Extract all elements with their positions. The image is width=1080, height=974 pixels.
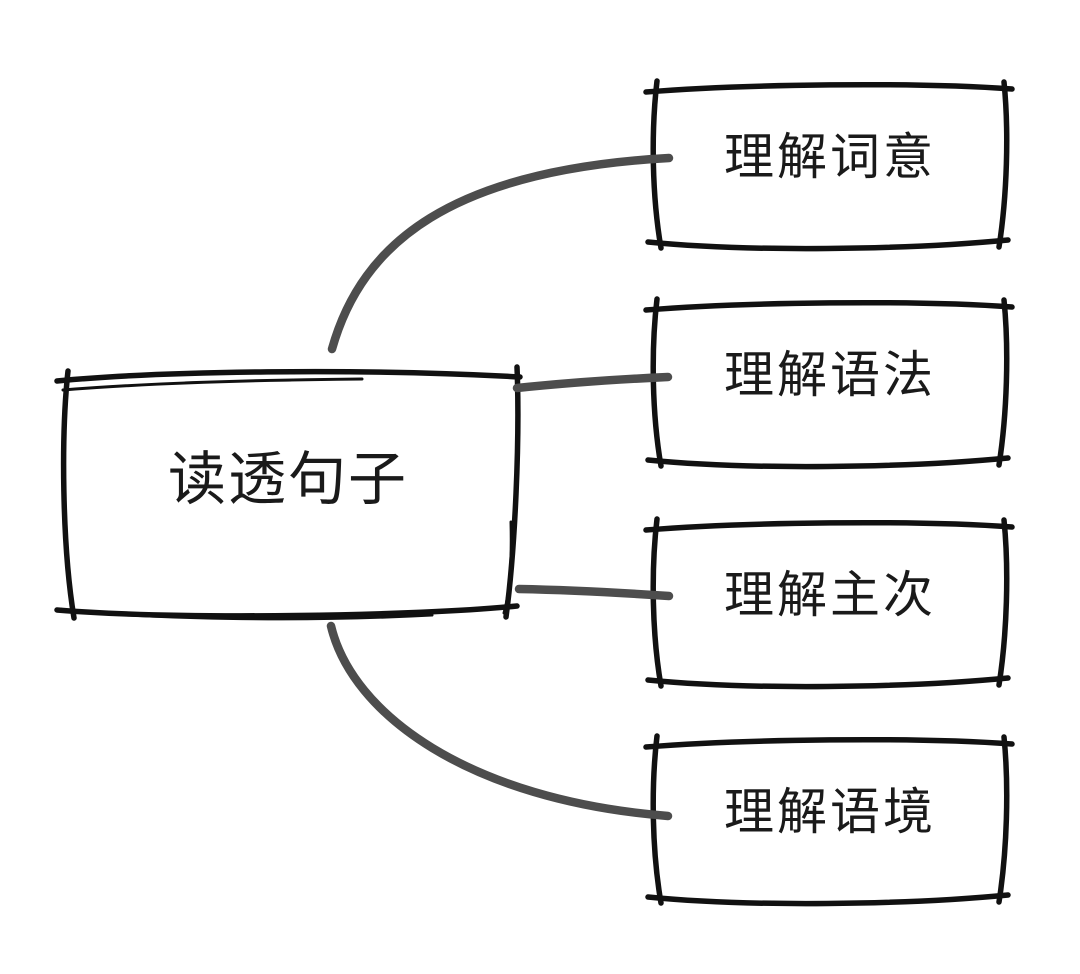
box-edge	[54, 368, 523, 384]
node-box-child-template	[643, 78, 1015, 252]
node-child-3[interactable]: 理解语境	[655, 741, 1005, 899]
connector-root-to-child-1	[512, 372, 673, 393]
node-child-1[interactable]: 理解语法	[655, 304, 1005, 462]
node-box-root	[54, 364, 523, 621]
box-edge	[56, 607, 434, 621]
connector-root-to-child-3	[326, 621, 673, 821]
node-child-3-label: 理解语境	[724, 784, 936, 840]
node-child-0-label: 理解词意	[724, 129, 936, 185]
node-child-2-label: 理解主次	[724, 567, 936, 623]
node-child-0[interactable]: 理解词意	[655, 86, 1005, 244]
box-edge	[645, 237, 1011, 252]
node-child-1-label: 理解语法	[724, 347, 936, 403]
box-edge	[61, 377, 364, 392]
box-edge	[643, 81, 1015, 95]
connector-root-to-child-2	[514, 584, 674, 601]
box-edge	[60, 368, 77, 621]
box-edge	[650, 78, 664, 251]
box-edge	[996, 79, 1010, 250]
node-child-2[interactable]: 理解主次	[655, 524, 1005, 682]
node-root-label: 读透句子	[167, 447, 408, 512]
node-root[interactable]: 读透句子	[65, 375, 511, 611]
connector-root-to-child-0	[327, 153, 674, 354]
